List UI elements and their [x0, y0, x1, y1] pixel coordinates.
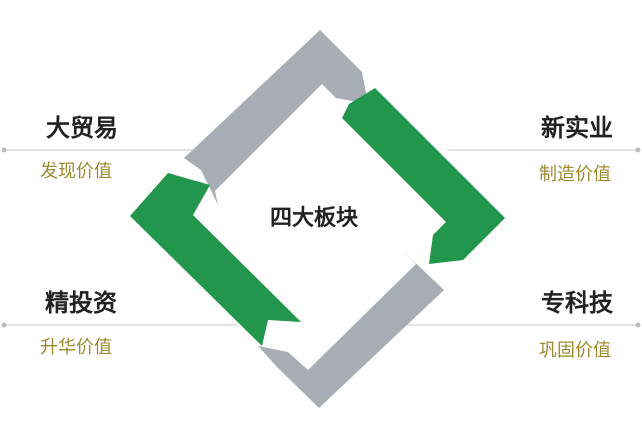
arrow-left-green — [130, 173, 301, 346]
sector-subtitle-industry: 制造价值 — [539, 164, 611, 185]
guide-lines — [1, 147, 641, 328]
center-label: 四大板块 — [270, 206, 359, 231]
arrow-bottom-right-gray — [258, 252, 444, 408]
sector-title-investment: 精投资 — [45, 289, 117, 317]
guide-dot-bottom-right — [635, 322, 641, 328]
sector-title-trade: 大贸易 — [46, 114, 118, 142]
guide-dot-top-left — [1, 147, 7, 153]
arrow-right-green — [342, 88, 505, 264]
guide-dot-bottom-left — [1, 322, 7, 328]
sector-title-technology: 专科技 — [541, 289, 613, 317]
guide-dot-top-right — [635, 147, 641, 153]
arrow-top-left-gray — [184, 30, 368, 205]
sector-subtitle-investment: 升华价值 — [40, 337, 112, 358]
sector-subtitle-trade: 发现价值 — [40, 161, 112, 182]
sector-subtitle-technology: 巩固价值 — [539, 340, 611, 361]
sector-title-industry: 新实业 — [541, 114, 613, 142]
